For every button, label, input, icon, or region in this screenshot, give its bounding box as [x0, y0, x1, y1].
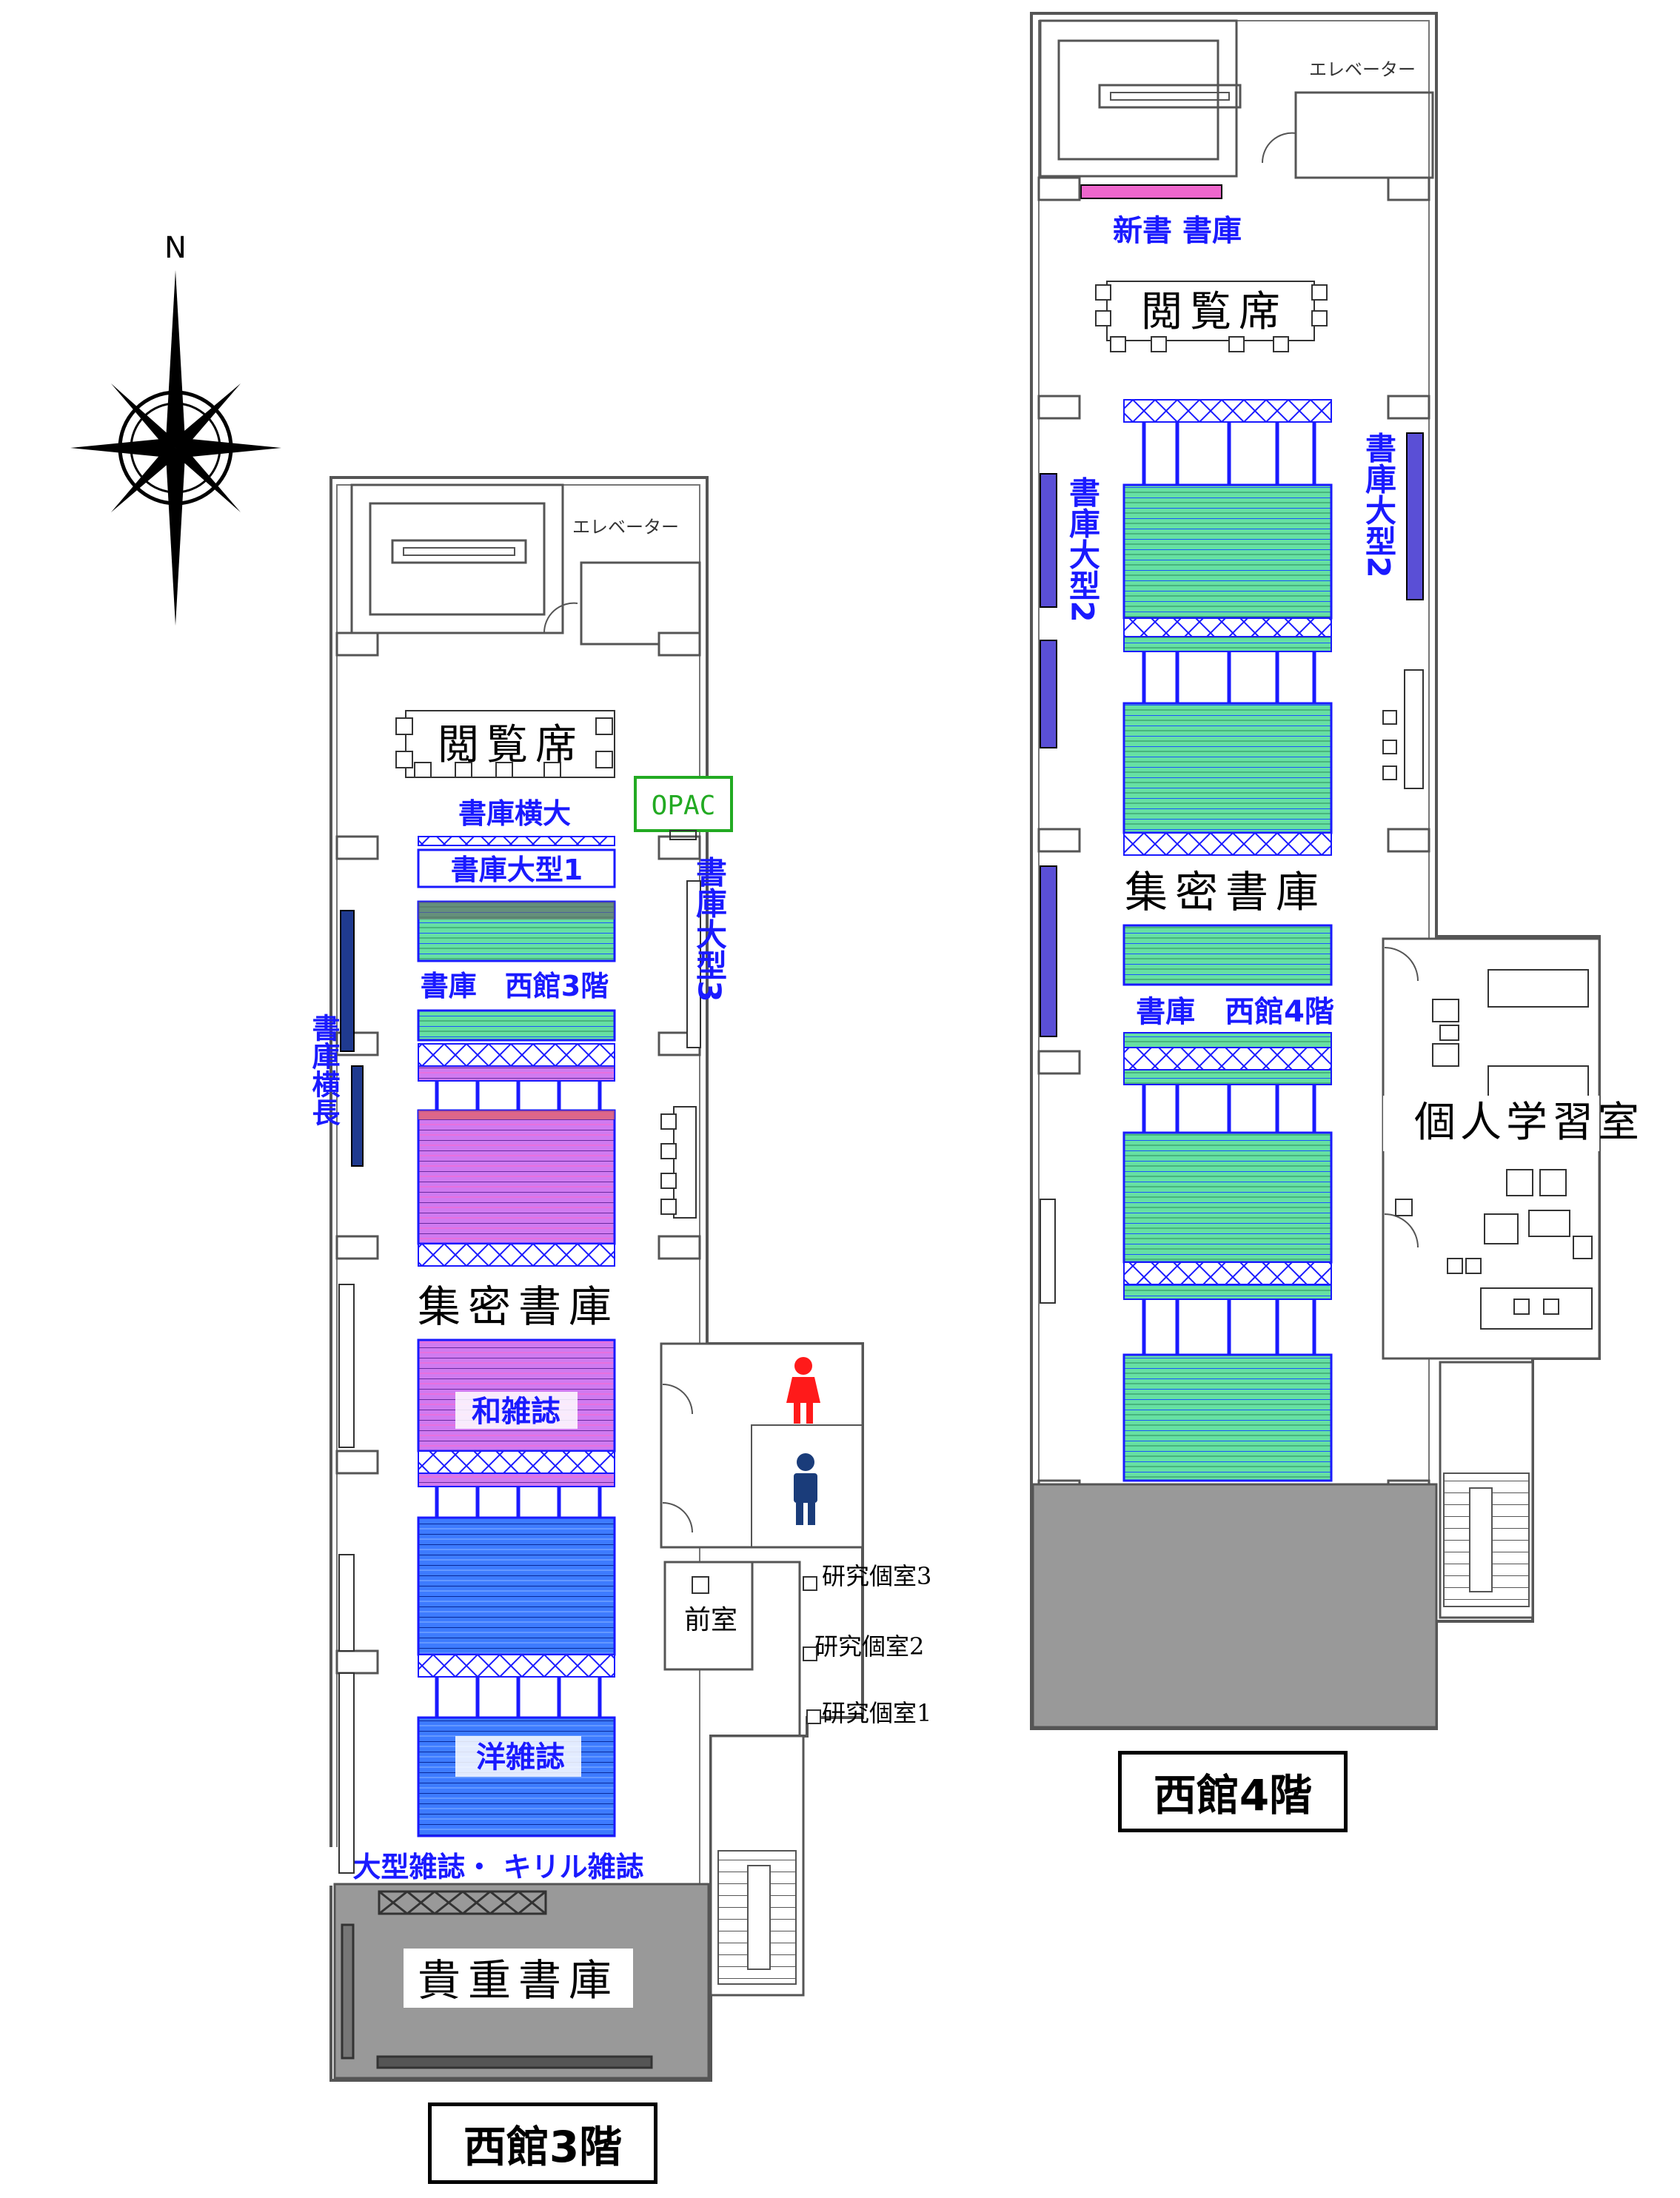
study-desks — [1395, 969, 1593, 1330]
study-room-2-label: 研究個室2 — [814, 1632, 924, 1661]
floor3-plan: エレベーター 閲覧席 OPAC 書庫横大 書庫大型1 — [307, 476, 931, 2082]
stack-large-3-label: 書庫大型3 — [692, 856, 728, 1002]
study-room-1-label: 研究個室1 — [822, 1699, 931, 1727]
compact-stack-green-3 — [1122, 924, 1333, 986]
floor3-reading-seats-label: 閲覧席 — [438, 721, 584, 769]
study-room-3-label: 研究個室3 — [822, 1562, 931, 1590]
floor4-reading-seats-label: 閲覧席 — [1141, 288, 1288, 336]
japanese-journals-label: 和雑誌 — [472, 1395, 560, 1429]
floor3-desks — [660, 1106, 697, 1219]
floor4-title-text: 西館4階 — [1153, 1770, 1313, 1820]
stack-large-2-right-shelf — [1406, 432, 1424, 600]
stack-large-2-left-shelf-a — [1040, 473, 1057, 608]
floor3-chairs — [395, 717, 613, 778]
compact-stack-green-4 — [1122, 1131, 1333, 1264]
rare-books-label: 貴重書庫 — [418, 1955, 619, 2006]
stack-large-2-left-label: 書庫大型2 — [1065, 476, 1101, 622]
opac-label: OPAC — [652, 791, 716, 821]
floor3-elevator-label: エレベーター — [572, 517, 679, 537]
stack-horizontal-long-label: 書庫横長 — [307, 1013, 340, 1127]
floor3-compact-stacks-label: 集密書庫 — [418, 1281, 619, 1332]
svg-text:書庫大型3: 書庫大型3 — [692, 856, 728, 1002]
new-books-stack-label: 新書 書庫 — [1113, 214, 1242, 248]
stack-west4-label: 書庫 西館4階 — [1136, 995, 1334, 1029]
floor4-chairs — [1095, 284, 1328, 352]
floor4-elevator-label: エレベーター — [1309, 59, 1416, 80]
floor4-plan: エレベーター 新書 書庫 閲覧席 書庫大型2 — [1030, 12, 1644, 1730]
foreign-journals-shelf-upper — [417, 1516, 616, 1656]
compact-stack-green-5 — [1122, 1353, 1333, 1482]
female-restroom-icon — [786, 1357, 820, 1424]
horizontal-long-shelf-dark — [340, 910, 355, 1052]
floor3-title: 西館3階 — [428, 2102, 657, 2184]
rare-books-vault — [333, 1883, 710, 2080]
svg-text:書庫横長: 書庫横長 — [307, 1013, 340, 1127]
floor4-unused-area — [1031, 1483, 1438, 1729]
floor4-title: 西館4階 — [1118, 1751, 1348, 1832]
north-label: N — [164, 231, 187, 265]
male-restroom-icon — [794, 1453, 817, 1525]
large-cyrillic-journals-label: 大型雑誌・ キリル雑誌 — [352, 1851, 643, 1883]
compact-stack-green-2 — [1122, 702, 1333, 834]
anteroom-label: 前室 — [684, 1605, 737, 1635]
compact-stack-magenta-upper — [417, 1109, 616, 1245]
floor4-desks — [1382, 669, 1424, 789]
svg-text:書庫大型2: 書庫大型2 — [1065, 476, 1101, 622]
floor3-title-text: 西館3階 — [463, 2122, 623, 2172]
compass-rose: N — [70, 231, 281, 626]
svg-text:書庫大型2: 書庫大型2 — [1361, 432, 1397, 577]
stack-large-2-right-label: 書庫大型2 — [1361, 432, 1397, 577]
foreign-journals-label: 洋雑誌 — [476, 1740, 565, 1775]
new-books-shelf — [1080, 184, 1222, 199]
individual-study-label: 個人学習室 — [1414, 1099, 1644, 1147]
floor4-compact-stacks-label: 集密書庫 — [1125, 867, 1326, 917]
stack-horizontal-large-label: 書庫横大 — [458, 797, 571, 830]
stack-west3-label: 書庫 西館3階 — [421, 970, 609, 1002]
stack-large-1-label: 書庫大型1 — [451, 854, 583, 886]
compact-stack-green-1 — [1122, 483, 1333, 620]
